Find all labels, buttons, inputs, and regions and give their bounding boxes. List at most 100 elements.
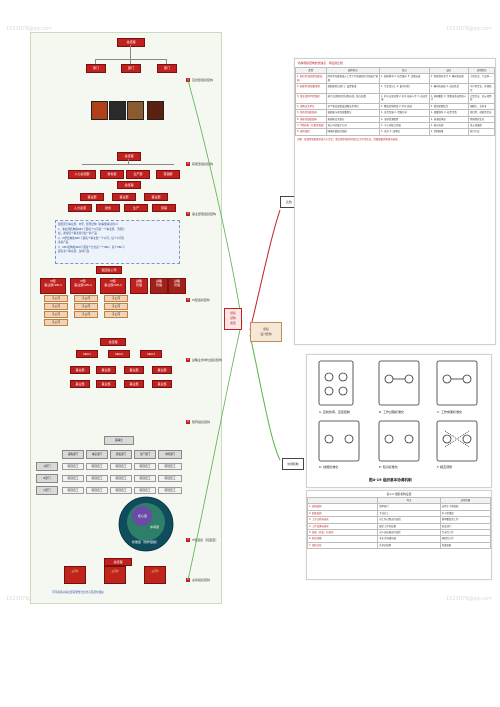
mechanism-cell: 简单重复的工作 bbox=[439, 516, 491, 524]
matrix-row-a: A部门 bbox=[36, 462, 58, 471]
dept-box-2: 部门 bbox=[121, 64, 141, 73]
matrix-cell: 项目员工 bbox=[86, 463, 108, 470]
dept-box-3: 部门 bbox=[157, 64, 177, 73]
matrix-cell: 项目员工 bbox=[62, 475, 84, 482]
table-row: 3. 工作过程标准化对工作过程进行规范简单重复的工作 bbox=[307, 516, 491, 524]
division-box-1: 事业部 bbox=[80, 193, 104, 201]
comparison-cell: 8. 虚拟组织 bbox=[295, 128, 327, 136]
fig-label-f: F. 相互调整 bbox=[437, 464, 452, 469]
sbu-box-3: SBU3 bbox=[140, 350, 162, 358]
portrait-image-3 bbox=[127, 101, 144, 120]
table-row: 7. 组织文化共享价值观各类组织 bbox=[307, 541, 491, 550]
col-head: 结构特点 bbox=[325, 66, 380, 75]
comparison-cell: 所有单位都直接从上至下严格按照命令链进行管理 bbox=[325, 73, 380, 85]
m-form-col-2: M型 事业部(SBU) bbox=[70, 278, 96, 294]
watermark-top-left: 1523079@qq.com bbox=[6, 26, 52, 32]
comparison-cell: 小型企业、产品单一 bbox=[467, 73, 495, 85]
matrix-cell: 项目员工 bbox=[110, 487, 132, 494]
sbu-div-1: 事业部 bbox=[70, 366, 90, 374]
matrix-cell: 项目员工 bbox=[134, 475, 156, 482]
mechanism-cell: 规定工作的结果 bbox=[377, 522, 441, 531]
mechanism-cell: 中小型组织 bbox=[439, 509, 491, 518]
subsidiary-8: 子公司 bbox=[104, 295, 128, 302]
divisional-notes: 按照区分事业部、M型、矩阵结构（跨职能事业的人） 1、事业部结构和SBU下面每个… bbox=[55, 220, 180, 264]
comparison-cell: 新兴行业 bbox=[467, 128, 495, 136]
company-box-3: 公司3 bbox=[144, 566, 166, 584]
table-row: 2. 职能结构专业分工中小型组织 bbox=[307, 509, 491, 518]
matrix-cell: 项目员工 bbox=[158, 463, 182, 470]
outer-label: 松散层（协作层级） bbox=[132, 539, 159, 544]
sbu-div-6: 事业部 bbox=[96, 380, 116, 388]
mechanism-cell: 7. 组织文化 bbox=[307, 541, 379, 550]
m-form-col-6: 战略 管理 bbox=[168, 278, 186, 294]
m-form-col-1: M型 事业部(SBU) bbox=[40, 278, 66, 294]
marketing-dept-box: 营销部 bbox=[156, 170, 180, 179]
subsidiary-6: 子公司 bbox=[74, 303, 98, 310]
comparison-cell: 1. 灵活 2. 成本低 bbox=[378, 128, 430, 136]
sbu-box-1: SBU1 bbox=[76, 350, 98, 358]
comparison-cell: 网络化联结的组织 bbox=[325, 128, 380, 136]
division-hr-box: 人力资源 bbox=[68, 204, 92, 212]
matrix-cell: 项目员工 bbox=[86, 475, 108, 482]
comparison-cell: 1. 控制困难 bbox=[428, 128, 469, 136]
mechanism-cell: 对工作过程进行规范 bbox=[377, 516, 441, 524]
mechanism-cell: 专业分工 bbox=[377, 509, 441, 518]
ceo-box-sbu: 总经理 bbox=[100, 338, 126, 346]
table-row: 6. 相互调整非正式沟通协调创新性工作 bbox=[307, 535, 491, 543]
mechanism-cell: 对人员技能进行规定 bbox=[377, 528, 441, 537]
comparison-cell: 按职能划分部门，设置参谋 bbox=[325, 83, 380, 95]
matrix-cell: 项目员工 bbox=[158, 475, 182, 482]
ceo-box: 总经理 bbox=[117, 38, 145, 47]
mechanism-cell: 创新性工作 bbox=[439, 535, 491, 543]
division-box-3: 事业部 bbox=[144, 193, 168, 201]
chairman-box: 董事长 bbox=[104, 436, 134, 445]
division-marketing-box: 营销 bbox=[152, 204, 176, 212]
subsidiary-5: 子公司 bbox=[74, 295, 98, 302]
matrix-cell: 项目员工 bbox=[110, 463, 132, 470]
ceo-box-virtual: 总经理 bbox=[104, 558, 132, 566]
comparison-cell: 按产品或地区划分事业部，独立核算 bbox=[325, 93, 380, 104]
mechanism-cell: 专业性工作 bbox=[439, 528, 491, 537]
ceo-box-functional: 总经理 bbox=[117, 152, 141, 161]
group-company-box: 集团总公司 bbox=[96, 266, 122, 274]
col-head: 缺点 bbox=[428, 66, 469, 75]
matrix-head-4: 生产部门 bbox=[134, 450, 156, 459]
matrix-row-b: B部门 bbox=[36, 474, 58, 483]
portrait-image-4 bbox=[147, 101, 164, 120]
matrix-cell: 项目员工 bbox=[62, 487, 84, 494]
sbu-div-7: 事业部 bbox=[124, 380, 144, 388]
org-type-topic: 组织 结构 类型 bbox=[224, 308, 242, 330]
matrix-cell: 项目员工 bbox=[110, 475, 132, 482]
matrix-cell: 项目员工 bbox=[62, 463, 84, 470]
mechanism-title: 表4-2 组织机构设置 bbox=[386, 492, 412, 496]
comparison-note: 注解：直线型和职能型适合小企业；事业部型和矩阵型适合大中型企业，需要根据具体情况… bbox=[297, 137, 400, 141]
coordination-figure: A. 直线协调、直接控制 B. 工作过程标准化 C. 工作成果标准化 D. 技能… bbox=[318, 360, 478, 482]
table-row: 5. 技能（知识）标准化对人员技能进行规定专业性工作 bbox=[307, 528, 491, 537]
mechanism-cell: 营业部门 bbox=[439, 522, 491, 531]
mechanism-cell: 共享价值观 bbox=[377, 541, 441, 550]
matrix-head-2: 事业部门 bbox=[86, 450, 108, 459]
portrait-image-2 bbox=[109, 101, 126, 120]
subsidiary-9: 子公司 bbox=[104, 303, 128, 310]
core-label: 核心层 bbox=[138, 513, 147, 518]
portrait-image-1 bbox=[91, 101, 108, 120]
middle-label: 中间层 bbox=[150, 524, 159, 529]
sbu-div-2: 事业部 bbox=[96, 366, 116, 374]
fig-label-a: A. 直线协调、直接控制 bbox=[319, 409, 350, 414]
figure-caption: 图4-19 组织基本协调机制 bbox=[369, 477, 412, 482]
central-topic: 组织 设计结构 bbox=[250, 322, 282, 342]
sbu-div-3: 事业部 bbox=[124, 366, 144, 374]
matrix-cell: 项目员工 bbox=[134, 487, 156, 494]
fig-label-e: E. 知识标准化 bbox=[379, 464, 398, 469]
table-row: 4. 工作成果标准化规定工作的结果营业部门 bbox=[307, 522, 491, 531]
division-production-box: 生产 bbox=[124, 204, 148, 212]
mechanism-cell: 各类组织 bbox=[439, 541, 491, 550]
dept-box-1: 部门 bbox=[86, 64, 106, 73]
comparison-cell: 1. 结构简单 2. 权力集中 3. 决策迅速 bbox=[378, 73, 430, 85]
